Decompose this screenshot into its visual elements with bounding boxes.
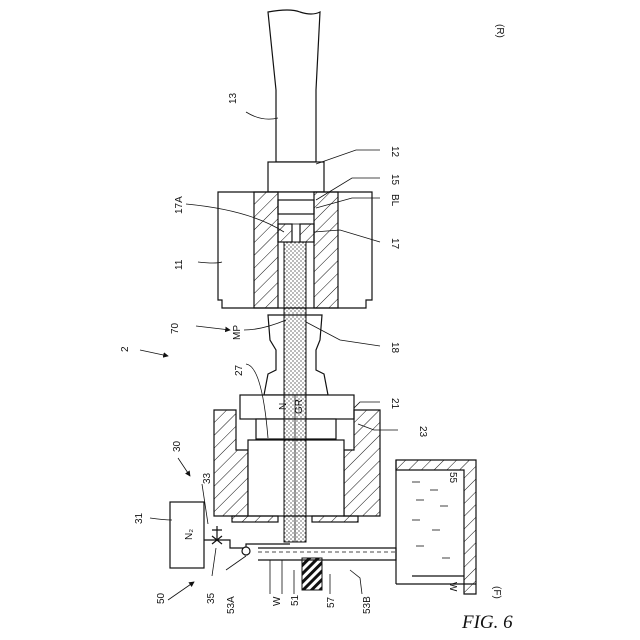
nozzle-57 (302, 558, 322, 590)
label-50: 50 (156, 592, 167, 604)
label-70: 70 (170, 322, 181, 334)
label-21: 21 (389, 398, 400, 410)
pan-53b (258, 548, 396, 560)
label-18: 18 (389, 342, 400, 354)
label-gr: GR (294, 399, 305, 414)
valve-33 (212, 526, 222, 544)
label-bl: BL (389, 194, 400, 207)
label-30: 30 (172, 440, 183, 452)
plate-right (312, 516, 358, 522)
part-17a (278, 224, 292, 242)
part-17 (300, 224, 314, 242)
label-2: 2 (120, 346, 131, 352)
label-mp: MP (232, 325, 243, 340)
collar-12 (268, 162, 324, 192)
label-23: 23 (417, 426, 428, 438)
label-direction-bottom: (F) (491, 586, 502, 599)
label-31: 31 (134, 512, 145, 524)
label-57: 57 (326, 596, 337, 608)
label-12: 12 (389, 146, 400, 158)
label-35: 35 (206, 592, 217, 604)
label-51: 51 (290, 594, 301, 606)
label-17a: 17A (174, 196, 185, 214)
label-11: 11 (174, 259, 185, 270)
arrow-70 (196, 326, 230, 330)
label-17: 17 (389, 238, 400, 250)
label-27: 27 (234, 364, 245, 376)
label-13: 13 (228, 92, 239, 104)
label-n: N (278, 403, 289, 410)
figure-caption: FIG. 6 (461, 612, 513, 633)
label-33: 33 (202, 472, 213, 484)
label-n2: N₂ (184, 529, 195, 540)
label-w: W (272, 596, 283, 606)
label-w2: W (447, 582, 458, 592)
arrow-2 (140, 350, 168, 356)
plate-left (232, 516, 278, 522)
base-23 (214, 410, 248, 516)
label-53b: 53B (362, 596, 373, 614)
label-53a: 53A (226, 596, 237, 614)
label-direction-top: (R) (494, 24, 505, 38)
float-53a (242, 547, 250, 555)
tool-shaft (268, 10, 320, 162)
housing-hatch-right (314, 192, 338, 308)
housing-hatch-left (254, 192, 278, 308)
label-55: 55 (447, 472, 458, 484)
tank-55-wall (396, 460, 476, 594)
label-15: 15 (389, 174, 400, 186)
arrow-30 (178, 458, 190, 476)
arrow-50 (168, 582, 194, 600)
liquid-dashes (412, 482, 450, 558)
